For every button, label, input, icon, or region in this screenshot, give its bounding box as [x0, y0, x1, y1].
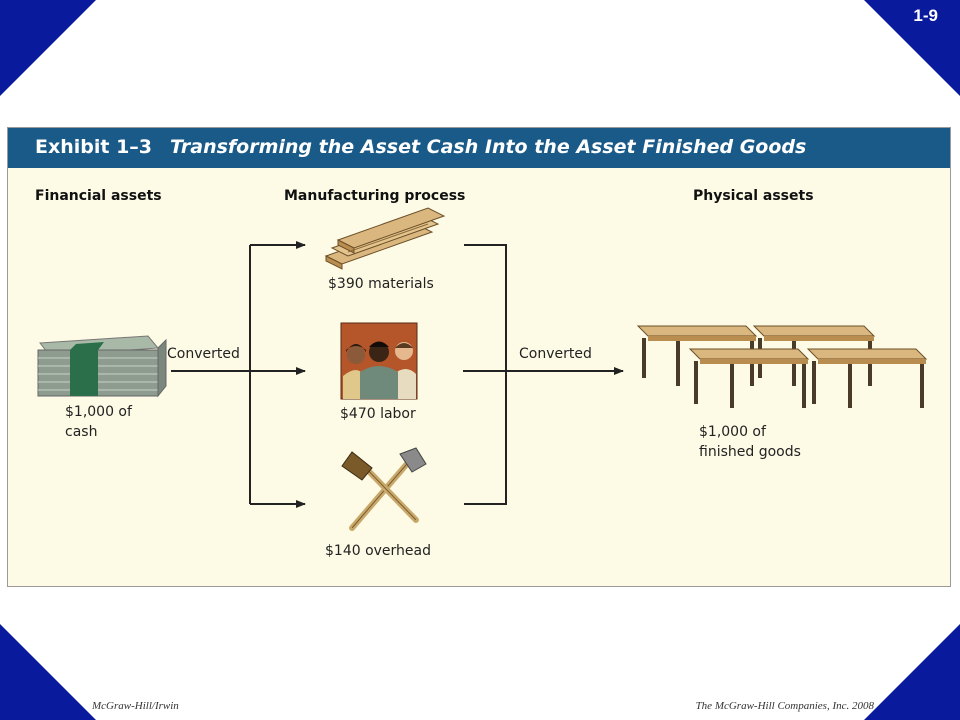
merge-connector [464, 244, 507, 505]
converted-label-left: Converted [167, 346, 240, 362]
corner-top-left [0, 0, 96, 96]
flow-diagram [37, 207, 928, 531]
cash-stack-icon [37, 335, 167, 398]
physical-assets-heading: Physical assets [693, 188, 814, 204]
cash-amount-label: $1,000 of [65, 404, 132, 420]
corner-bottom-left [0, 624, 96, 720]
finished-goods-label: finished goods [699, 444, 801, 460]
finished-tables-icon [636, 325, 928, 408]
overhead-tools-icon [341, 447, 427, 531]
footer-publisher: McGraw-Hill/Irwin [92, 700, 179, 712]
corner-top-right [864, 0, 960, 96]
cash-label: cash [65, 424, 98, 440]
materials-label: $390 materials [328, 276, 434, 292]
labor-workers-icon [340, 322, 418, 400]
finished-amount-label: $1,000 of [699, 424, 766, 440]
manufacturing-process-heading: Manufacturing process [284, 188, 466, 204]
slide-number: 1-9 [913, 6, 938, 25]
lumber-icon [324, 207, 446, 270]
exhibit-title: Transforming the Asset Cash Into the Ass… [170, 136, 807, 158]
corner-bottom-right [864, 624, 960, 720]
labor-label: $470 labor [340, 406, 416, 422]
overhead-label: $140 overhead [325, 543, 432, 559]
financial-assets-heading: Financial assets [35, 188, 162, 204]
branch-connector [249, 241, 306, 508]
footer-copyright: The McGraw-Hill Companies, Inc. 2008 [695, 700, 874, 712]
exhibit-label: Exhibit 1–3 [35, 136, 153, 158]
exhibit-header: Exhibit 1–3 Transforming the Asset Cash … [8, 128, 950, 168]
exhibit-panel: Exhibit 1–3 Transforming the Asset Cash … [7, 127, 951, 587]
converted-label-right: Converted [519, 346, 592, 362]
